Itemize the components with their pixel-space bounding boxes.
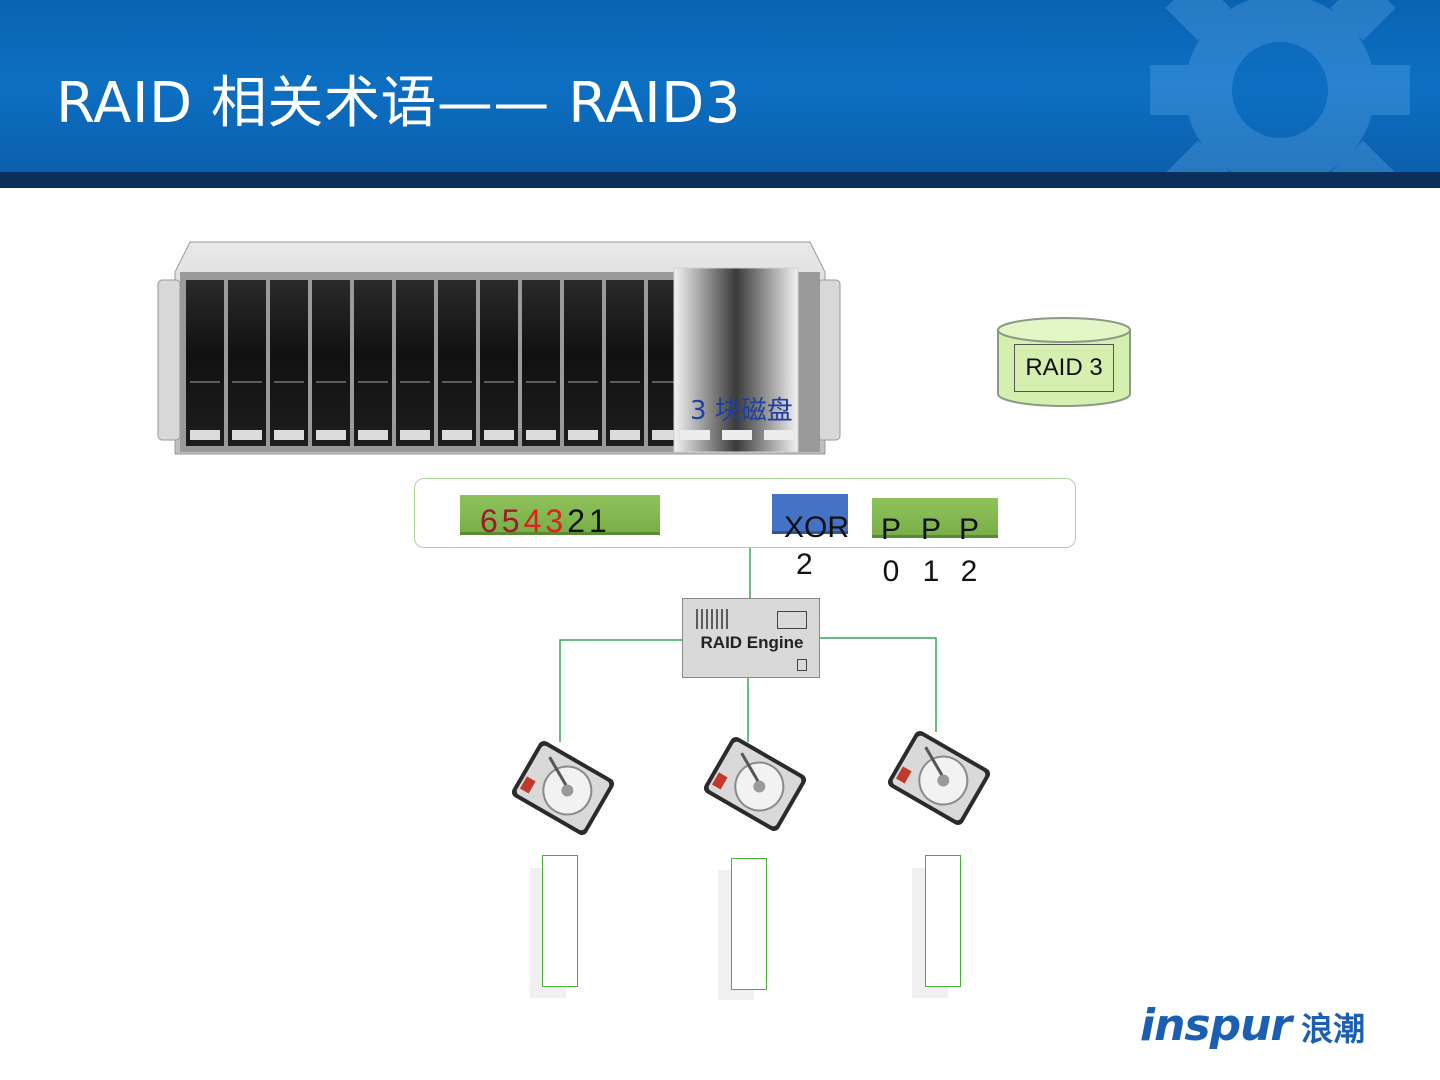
parity-letter: P bbox=[880, 513, 901, 546]
data-sequence: 654321 bbox=[480, 505, 611, 537]
hard-disk-icon bbox=[511, 740, 615, 836]
disk-stripe-column bbox=[925, 855, 961, 987]
parity-block bbox=[872, 498, 998, 538]
drive-count-label: 3 块磁盘 bbox=[690, 396, 793, 426]
data-digit: 2 bbox=[567, 503, 589, 539]
xor-block bbox=[772, 494, 848, 534]
page-title: RAID 相关术语—— RAID3 bbox=[56, 71, 741, 136]
brand-logo-zh: 浪潮 bbox=[1301, 1010, 1366, 1048]
wire-engine-disk3 bbox=[820, 637, 937, 732]
xor-index: 2 bbox=[796, 548, 813, 581]
xor-label: XOR bbox=[784, 511, 850, 544]
data-digit: 5 bbox=[501, 503, 524, 539]
engine-label: RAID Engine bbox=[700, 633, 804, 652]
brand-logo-en: inspur bbox=[1140, 1000, 1292, 1051]
parity-letter: P bbox=[920, 513, 941, 546]
disk-stripe-column bbox=[731, 858, 767, 990]
engine-vent-icon bbox=[696, 609, 728, 629]
parity-index: 2 bbox=[960, 555, 978, 588]
wire-engine-disk1 bbox=[559, 639, 682, 742]
hard-disk-icon bbox=[887, 730, 991, 826]
data-block bbox=[460, 495, 660, 535]
hard-disk-icon bbox=[703, 736, 807, 832]
data-digit: 3 bbox=[545, 503, 568, 539]
raid-volume-label: RAID 3 bbox=[1014, 344, 1114, 392]
storage-enclosure bbox=[157, 241, 841, 455]
header-band bbox=[0, 172, 1440, 188]
engine-slot-icon bbox=[777, 611, 807, 629]
data-digit: 6 bbox=[480, 503, 502, 539]
parity-index: 0 bbox=[882, 555, 900, 588]
raid-volume-icon bbox=[997, 317, 1131, 407]
slide-header: RAID 相关术语—— RAID3 bbox=[0, 0, 1440, 188]
disk-stripe-column bbox=[542, 855, 578, 987]
parity-index: 1 bbox=[922, 555, 940, 588]
engine-led-icon bbox=[797, 659, 807, 671]
parity-letter: P bbox=[958, 513, 979, 546]
data-digit: 1 bbox=[588, 503, 611, 539]
gear-icon bbox=[1150, 0, 1410, 188]
brand-logo: inspur 浪潮 bbox=[1140, 1000, 1365, 1051]
data-digit: 4 bbox=[523, 503, 546, 539]
raid-engine: RAID Engine bbox=[682, 598, 820, 678]
